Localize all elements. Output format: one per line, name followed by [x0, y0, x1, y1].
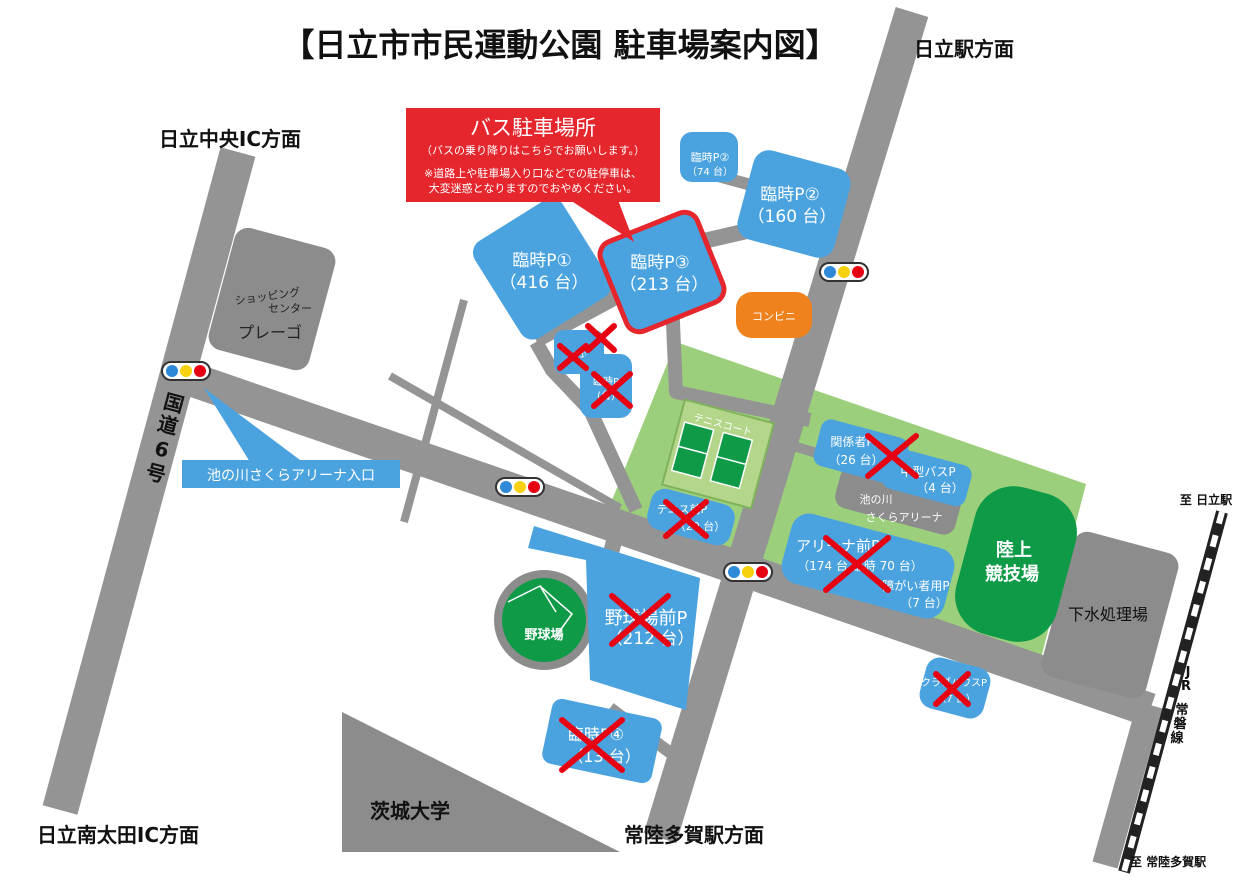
- shopping-label-3: プレーゴ: [238, 323, 302, 342]
- parking-p2[interactable]: 臨時P② （160 台）: [734, 147, 854, 262]
- university-area: [342, 712, 620, 852]
- closed-x-tennis-front: [663, 499, 709, 539]
- parking-p2-shape: [737, 150, 851, 258]
- closed-x-club-house: [933, 671, 971, 707]
- rail-line-label: J R 常 磐 線: [1170, 665, 1191, 746]
- shopping-center-building: [208, 227, 336, 371]
- parking-p1-shape: [472, 198, 612, 340]
- road-diag-west: [388, 372, 622, 512]
- direction-hitachi-chuo-ic: 日立中央IC方面: [159, 127, 301, 151]
- tennis-court-line-2: [716, 455, 747, 466]
- jr-joban-line: [1118, 510, 1228, 874]
- direction-hitachitaga-station: 常陸多賀駅方面: [624, 823, 764, 847]
- parking-p3-bus[interactable]: 臨時P③ （213 台）: [596, 208, 728, 336]
- parking-p2-name: 臨時P②: [760, 185, 820, 205]
- parking-p3-shape: [597, 209, 727, 335]
- closed-x-baseball-front: [609, 593, 671, 647]
- parking-baseball-front-shape: [528, 526, 700, 710]
- parking-kankei-count: （26 台）: [828, 452, 883, 467]
- bus-callout-pointer: [570, 200, 634, 242]
- svg-text:線: 線: [1170, 730, 1184, 746]
- traffic-light-3: [819, 262, 869, 282]
- parking-kankei-shape: [813, 419, 909, 485]
- svg-text:J: J: [1185, 665, 1191, 680]
- svg-text:6: 6: [152, 436, 172, 463]
- direction-hitachi-station: 日立駅方面: [914, 37, 1014, 61]
- tennis-courts: [670, 421, 754, 490]
- stadium-field: [955, 486, 1077, 642]
- sewage-plant-building: [1041, 531, 1179, 699]
- convenience-store: [736, 292, 812, 338]
- parking-p3-name: 臨時P③: [630, 253, 690, 273]
- page-title: 【日立市市民運動公園 駐車場案内図】: [282, 26, 837, 64]
- closed-x-small-b: [591, 371, 633, 409]
- parking-disabled-name: 障がい者用P: [882, 578, 949, 593]
- arena-entrance-label: 池の川さくらアリーナ入口: [207, 468, 375, 484]
- arena-building: [835, 465, 961, 535]
- baseball-label: 野球場: [524, 627, 563, 643]
- parking-p2-small-count: （74 台）: [687, 165, 733, 178]
- closed-x-small-a: [557, 343, 589, 371]
- direction-hitachi-minami-ota-ic: 日立南太田IC方面: [37, 823, 199, 847]
- road-p3-south: [665, 299, 812, 427]
- closed-x-p4: [559, 717, 625, 773]
- road-east-south: [1092, 701, 1163, 869]
- bus-callout-line3: 大変迷惑となりますのでおやめください。: [429, 181, 638, 195]
- traffic-light-4: [723, 562, 773, 582]
- bus-callout-line2: ※道路上や駐車場入り口などでの駐停車は、: [424, 166, 642, 180]
- closed-x-small-a2: [585, 323, 617, 353]
- convenience-label: コンビニ: [752, 310, 796, 323]
- parking-p1-name: 臨時P①: [512, 251, 572, 271]
- bus-callout-line1: （バスの乗り降りはこちらでお願いします。）: [421, 143, 645, 157]
- rail-to-hitachitaga: 至 常陸多賀駅: [1130, 854, 1207, 869]
- parking-bus-mid[interactable]: 中型バスP （4 台）: [880, 446, 974, 509]
- rail-to-hitachi: 至 日立駅: [1180, 492, 1233, 507]
- bus-callout-heading: バス駐車場所: [470, 116, 596, 140]
- arena-entrance-pointer: [204, 388, 300, 462]
- bus-callout-box: [406, 108, 660, 202]
- parking-kankei-name: 関係者P: [830, 435, 873, 449]
- svg-text:R: R: [1181, 679, 1191, 694]
- parking-disabled-count: （7 台）: [900, 595, 947, 610]
- parking-p1-count: （416 台）: [500, 273, 589, 293]
- parking-bus-mid-shape: [882, 447, 972, 507]
- road-route6: [42, 147, 256, 815]
- baseball-field: [502, 578, 586, 662]
- sewage-label: 下水処理場: [1068, 605, 1148, 624]
- shopping-label-2: センター: [268, 302, 312, 315]
- closed-x-arena-front: [823, 535, 891, 593]
- baseball-line-1: [539, 585, 557, 613]
- parking-kankei[interactable]: 関係者P （26 台）: [811, 417, 910, 487]
- parking-bus-mid-count: （4 台）: [916, 480, 963, 495]
- parking-p1[interactable]: 臨時P① （416 台）: [468, 193, 617, 345]
- parking-p2-count: （160 台）: [748, 207, 837, 227]
- svg-text:常: 常: [1175, 702, 1188, 718]
- parking-small-a-name: P①: [573, 351, 587, 361]
- traffic-light-1: [161, 361, 211, 381]
- closed-x-kankei: [865, 433, 919, 479]
- road-main-north-south: [643, 7, 929, 843]
- road-west-loop: [529, 338, 643, 513]
- parking-p2-small-shape: [680, 132, 738, 182]
- traffic-light-2: [495, 477, 545, 497]
- closed-marks: [557, 323, 971, 773]
- arena-label-2: さくらアリーナ: [866, 511, 943, 524]
- arena-entrance-box: [182, 460, 400, 488]
- stadium-label-2: 競技場: [985, 563, 1039, 585]
- parking-p3-count: （213 台）: [620, 275, 709, 295]
- baseball-diamond: [507, 585, 574, 637]
- svg-text:磐: 磐: [1173, 716, 1186, 732]
- road-vert-west: [400, 298, 468, 524]
- parking-p4[interactable]: 臨時P④ （13 台）: [540, 697, 663, 785]
- parking-p2-small[interactable]: 臨時P② （74 台）: [680, 132, 738, 182]
- stadium-label-1: 陸上: [996, 539, 1032, 561]
- arena-label-1: 池の川: [860, 493, 893, 506]
- road-main-east-west: [164, 355, 1156, 727]
- parking-p2-small-name: 臨時P②: [691, 151, 730, 164]
- tennis-court-line-1: [678, 445, 708, 455]
- route6-label: 国 道 6 号: [143, 389, 187, 487]
- university-label: 茨城大学: [370, 799, 450, 823]
